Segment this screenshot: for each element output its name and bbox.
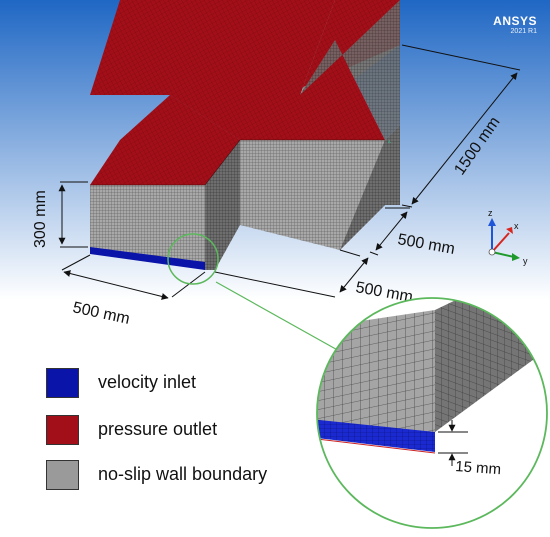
legend-label-wall: no-slip wall boundary xyxy=(98,464,268,484)
velocity-inlet-strip xyxy=(90,247,205,270)
wall-trunk-end xyxy=(300,0,400,140)
zoom-magnified-circle xyxy=(316,297,548,529)
dim-inlet-layer-label: 15 mm xyxy=(455,458,502,478)
brand-version: 2021 R1 xyxy=(510,28,537,35)
dimension-annotations xyxy=(58,44,521,300)
pressure-outlet-top-front-b xyxy=(90,95,240,185)
triad-y-label: y xyxy=(523,256,528,266)
triad-z-label: z xyxy=(488,208,493,218)
dim-front-width-label: 500 mm xyxy=(71,299,131,328)
legend-label-velocity-inlet: velocity inlet xyxy=(98,372,197,392)
duct-geometry: A xyxy=(90,0,400,270)
triad-x-label: x xyxy=(514,221,519,231)
axis-triad[interactable]: z x y xyxy=(488,208,528,266)
velocity-inlet-swatch xyxy=(46,368,79,398)
wall-branch-front xyxy=(240,140,385,250)
brand-name: ANSYS xyxy=(493,14,537,28)
zoom-source-circle xyxy=(167,233,219,285)
legend-label-pressure-outlet: pressure outlet xyxy=(98,419,218,439)
zoom-wall-side xyxy=(435,298,547,432)
zoom-velocity-inlet xyxy=(317,418,435,452)
ansys-logo: ANSYS 2021 R1 xyxy=(493,15,537,36)
wall-front-face xyxy=(90,185,205,270)
wall-front-side xyxy=(205,140,240,270)
zoom-callout: 15 mm xyxy=(167,233,548,529)
dim-height-label: 300 mm xyxy=(32,190,49,248)
zoom-leader-line xyxy=(215,281,351,358)
zoom-wall-front xyxy=(317,310,435,432)
probe-label: A xyxy=(388,139,391,144)
wall-swatch xyxy=(46,460,79,490)
pressure-outlet-swatch xyxy=(46,415,79,445)
wall-branch-end xyxy=(340,125,400,250)
